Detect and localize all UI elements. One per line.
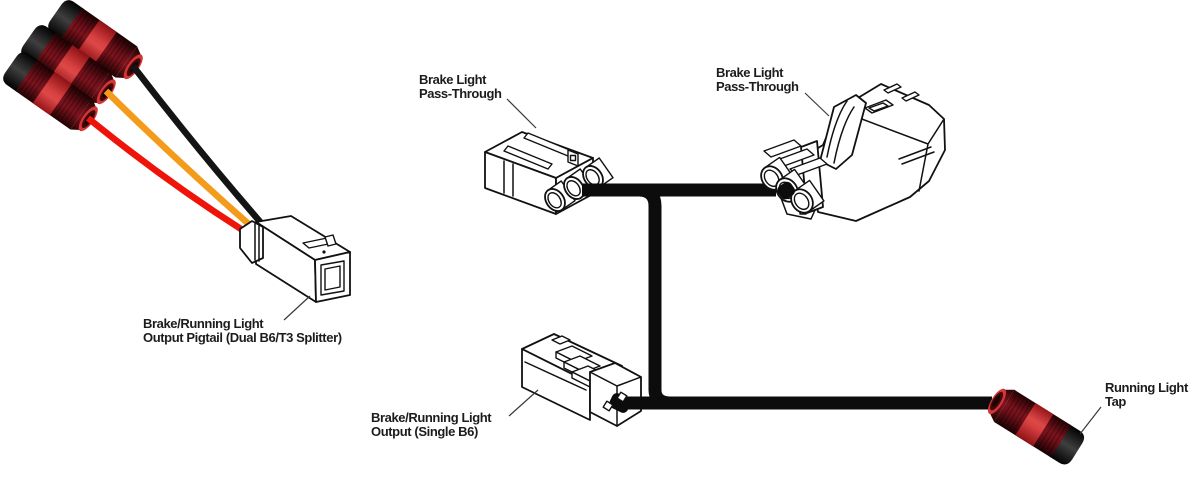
label-running-light-tap: Running Light Tap: [1105, 381, 1188, 409]
label-line-1: Brake/Running Light: [143, 316, 264, 331]
label-output-pigtail: Brake/Running Light Output Pigtail (Dual…: [143, 317, 342, 345]
pigtail-wire-black: [130, 64, 265, 227]
leader-line-pass-through-left: [506, 98, 537, 129]
leader-line-single-b6: [508, 389, 539, 417]
harness-wire-branch: [639, 183, 670, 410]
label-line-1: Brake/Running Light: [371, 410, 492, 425]
label-pass-through-left: Brake Light Pass-Through: [419, 73, 502, 101]
label-line-1: Brake Light: [716, 65, 784, 80]
pass-through-connector-left: [484, 131, 614, 216]
label-line-2: Output (Single B6): [371, 424, 478, 439]
pigtail-wire-red: [85, 115, 246, 234]
label-line-2: Pass-Through: [419, 86, 502, 101]
label-pass-through-right: Brake Light Pass-Through: [716, 66, 799, 94]
harness-wires: [582, 183, 992, 410]
leader-line-running-light-tap: [1079, 406, 1102, 435]
label-line-2: Pass-Through: [716, 79, 799, 94]
pigtail-connector: [239, 215, 351, 303]
label-line-2: Tap: [1105, 394, 1126, 409]
b6-wire-seal: [602, 391, 631, 413]
leader-line-pigtail: [283, 295, 311, 321]
label-output-single-b6: Brake/Running Light Output (Single B6): [371, 410, 492, 439]
label-line-1: Running Light: [1105, 380, 1188, 395]
pigtail-wire-orange: [103, 88, 255, 230]
wire-plug-nub: [777, 181, 796, 200]
label-line-1: Brake Light: [419, 72, 487, 87]
label-line-2: Output Pigtail (Dual B6/T3 Splitter): [143, 330, 342, 345]
pass-through-connector-right: [755, 83, 946, 222]
splitter-pigtail-assembly: [0, 0, 351, 321]
harness-assembly: [484, 83, 1102, 469]
leader-line-pass-through-right: [804, 92, 830, 117]
running-light-tap-connector: [981, 381, 1088, 469]
b6-output-connector: [521, 333, 642, 427]
